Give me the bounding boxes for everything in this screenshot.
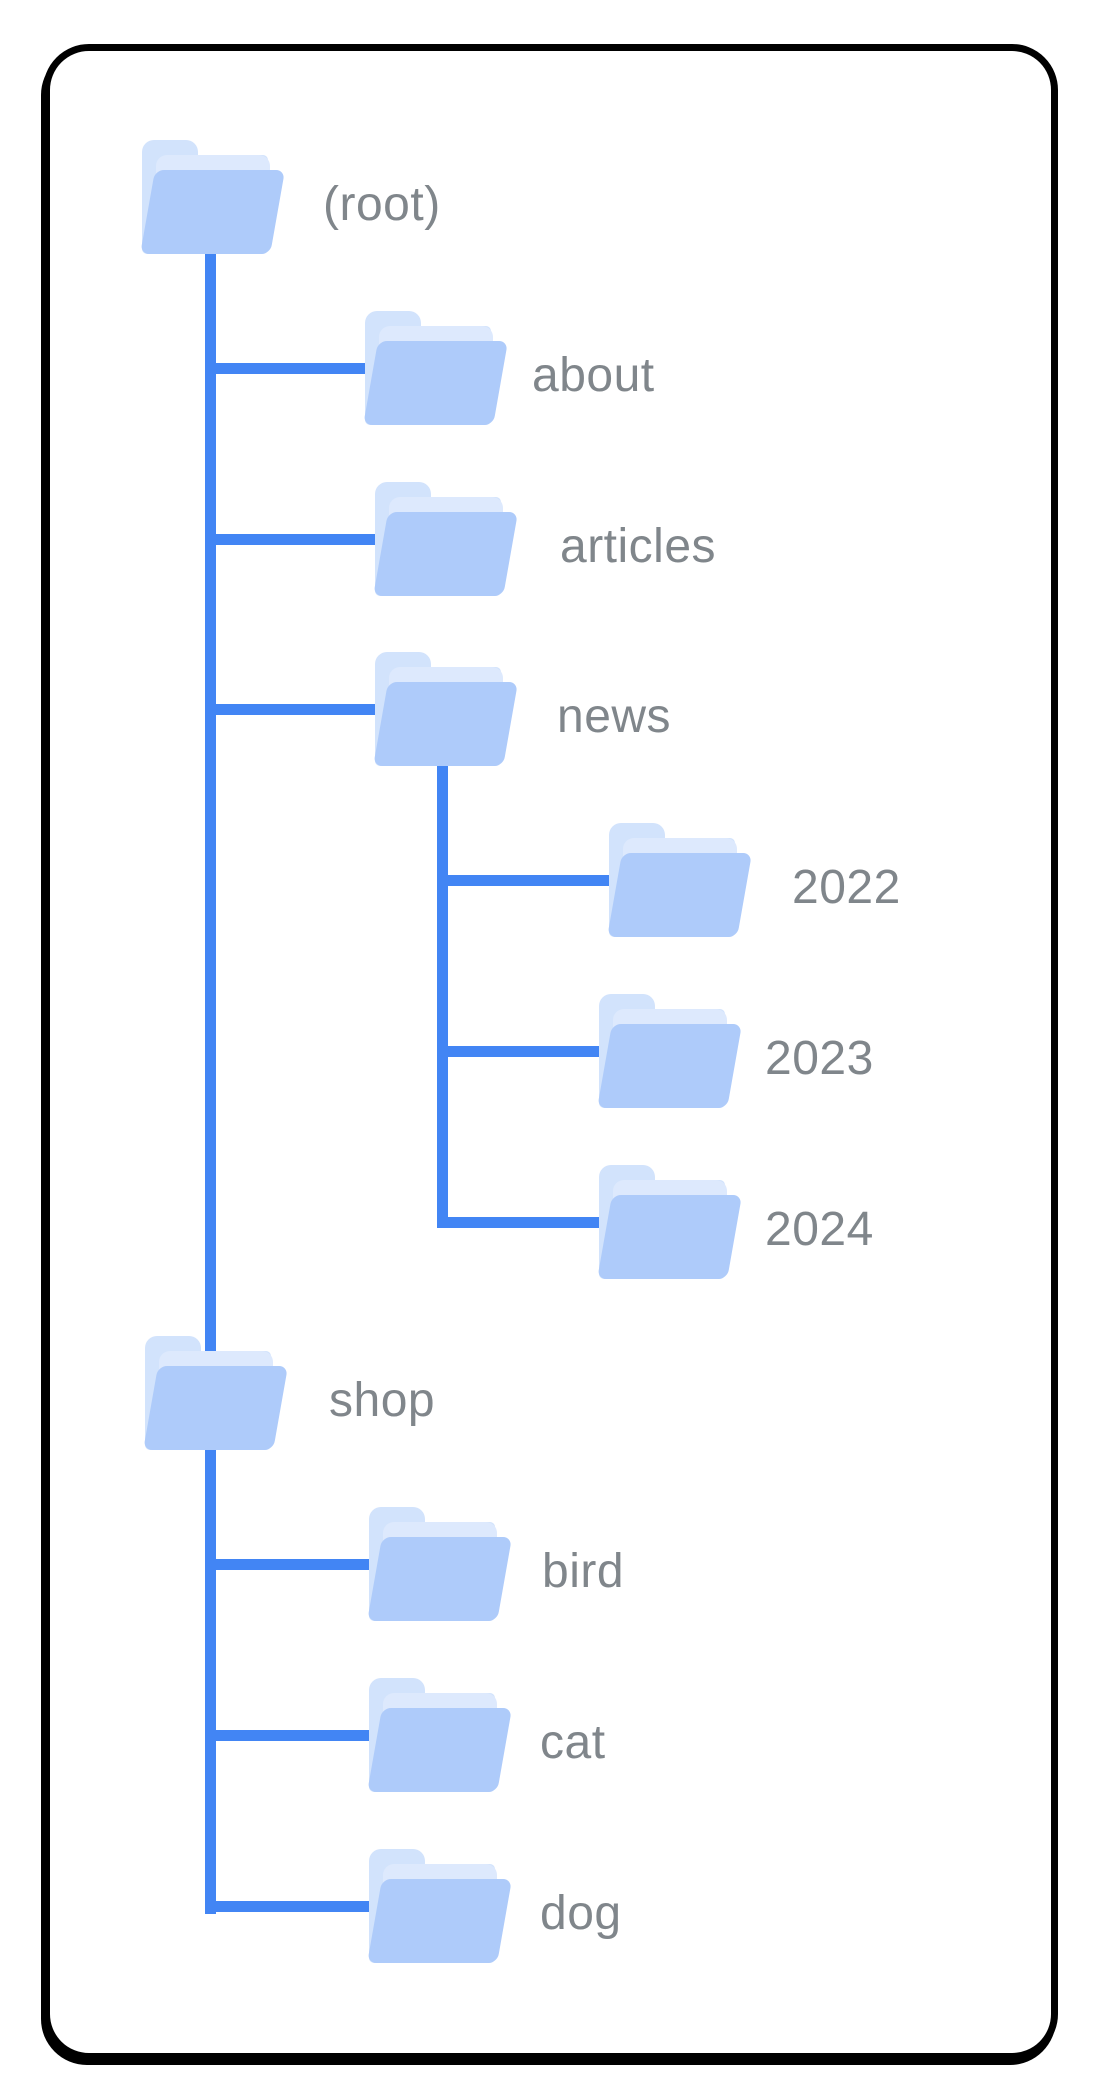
- folder-icon-shop: [143, 1336, 291, 1450]
- folder-icon-2022: [607, 823, 755, 937]
- connector-branch-2024: [437, 1217, 619, 1228]
- folder-icon-articles: [373, 482, 521, 596]
- folder-label-news: news: [557, 690, 672, 743]
- folder-icon: [598, 1165, 741, 1279]
- connector-branch-2023: [437, 1046, 619, 1057]
- folder-icon-bird: [367, 1507, 515, 1621]
- folder-label-2022: 2022: [792, 861, 901, 914]
- folder-label-bird: bird: [542, 1545, 625, 1598]
- folder-label-root: (root): [323, 178, 441, 231]
- folder-icon-dog: [367, 1849, 515, 1963]
- folder-label-about: about: [532, 349, 655, 402]
- folder-icon: [598, 994, 741, 1108]
- folder-icon-2024: [597, 1165, 745, 1279]
- folder-icon: [374, 482, 517, 596]
- folder-label-shop: shop: [329, 1374, 436, 1427]
- folder-label-2024: 2024: [765, 1203, 874, 1256]
- folder-icon: [141, 140, 284, 254]
- folder-icon: [144, 1336, 287, 1450]
- connector-branch-articles: [205, 534, 385, 545]
- connector-trunk-root: [205, 247, 216, 1914]
- folder-label-articles: articles: [560, 520, 717, 573]
- folder-label-dog: dog: [540, 1887, 622, 1940]
- folder-icon-about: [363, 311, 511, 425]
- folder-icon-root: [140, 140, 288, 254]
- folder-icon: [364, 311, 507, 425]
- connector-branch-2022: [437, 875, 619, 886]
- folder-icon: [374, 652, 517, 766]
- connector-branch-dog: [205, 1901, 385, 1912]
- connector-branch-bird: [205, 1559, 385, 1570]
- folder-icon-2023: [597, 994, 745, 1108]
- connector-branch-cat: [205, 1730, 385, 1741]
- folder-icon-cat: [367, 1678, 515, 1792]
- connector-branch-about: [205, 363, 385, 374]
- folder-icon: [368, 1849, 511, 1963]
- connector-branch-news: [205, 704, 385, 715]
- folder-icon-news: [373, 652, 521, 766]
- diagram-card: (root) about articles news 2022 2023 202…: [43, 44, 1058, 2060]
- folder-icon: [368, 1507, 511, 1621]
- connector-trunk-news: [437, 759, 448, 1227]
- folder-icon: [608, 823, 751, 937]
- folder-icon: [368, 1678, 511, 1792]
- folder-label-2023: 2023: [765, 1032, 874, 1085]
- folder-label-cat: cat: [540, 1716, 606, 1769]
